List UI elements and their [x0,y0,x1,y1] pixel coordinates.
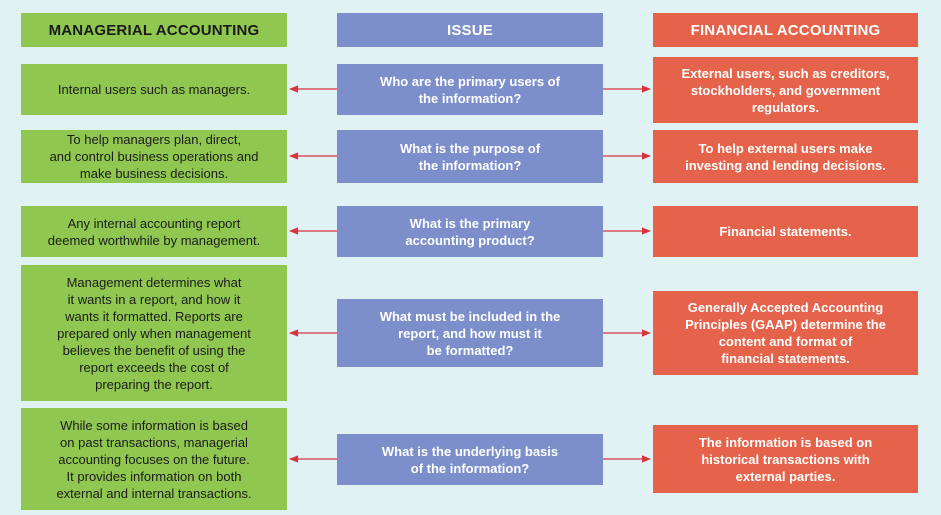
financial-format-box: Generally Accepted Accounting Principles… [653,291,918,375]
managerial-basis-box: While some information is based on past … [21,408,287,510]
managerial-product-box: Any internal accounting report deemed wo… [21,206,287,257]
financial-accounting-header: FINANCIAL ACCOUNTING [653,13,918,47]
managerial-format-box: Management determines what it wants in a… [21,265,287,401]
managerial-accounting-header: MANAGERIAL ACCOUNTING [21,13,287,47]
issue-format-box: What must be included in the report, and… [337,299,603,367]
financial-basis-box: The information is based on historical t… [653,425,918,493]
financial-purpose-box: To help external users make investing an… [653,130,918,183]
managerial-users-box: Internal users such as managers. [21,64,287,115]
issue-header: ISSUE [337,13,603,47]
issue-purpose-box: What is the purpose of the information? [337,130,603,183]
financial-users-box: External users, such as creditors, stock… [653,57,918,123]
managerial-purpose-box: To help managers plan, direct, and contr… [21,130,287,183]
financial-product-box: Financial statements. [653,206,918,257]
issue-users-box: Who are the primary users of the informa… [337,64,603,115]
issue-product-box: What is the primary accounting product? [337,206,603,257]
issue-basis-box: What is the underlying basis of the info… [337,434,603,485]
